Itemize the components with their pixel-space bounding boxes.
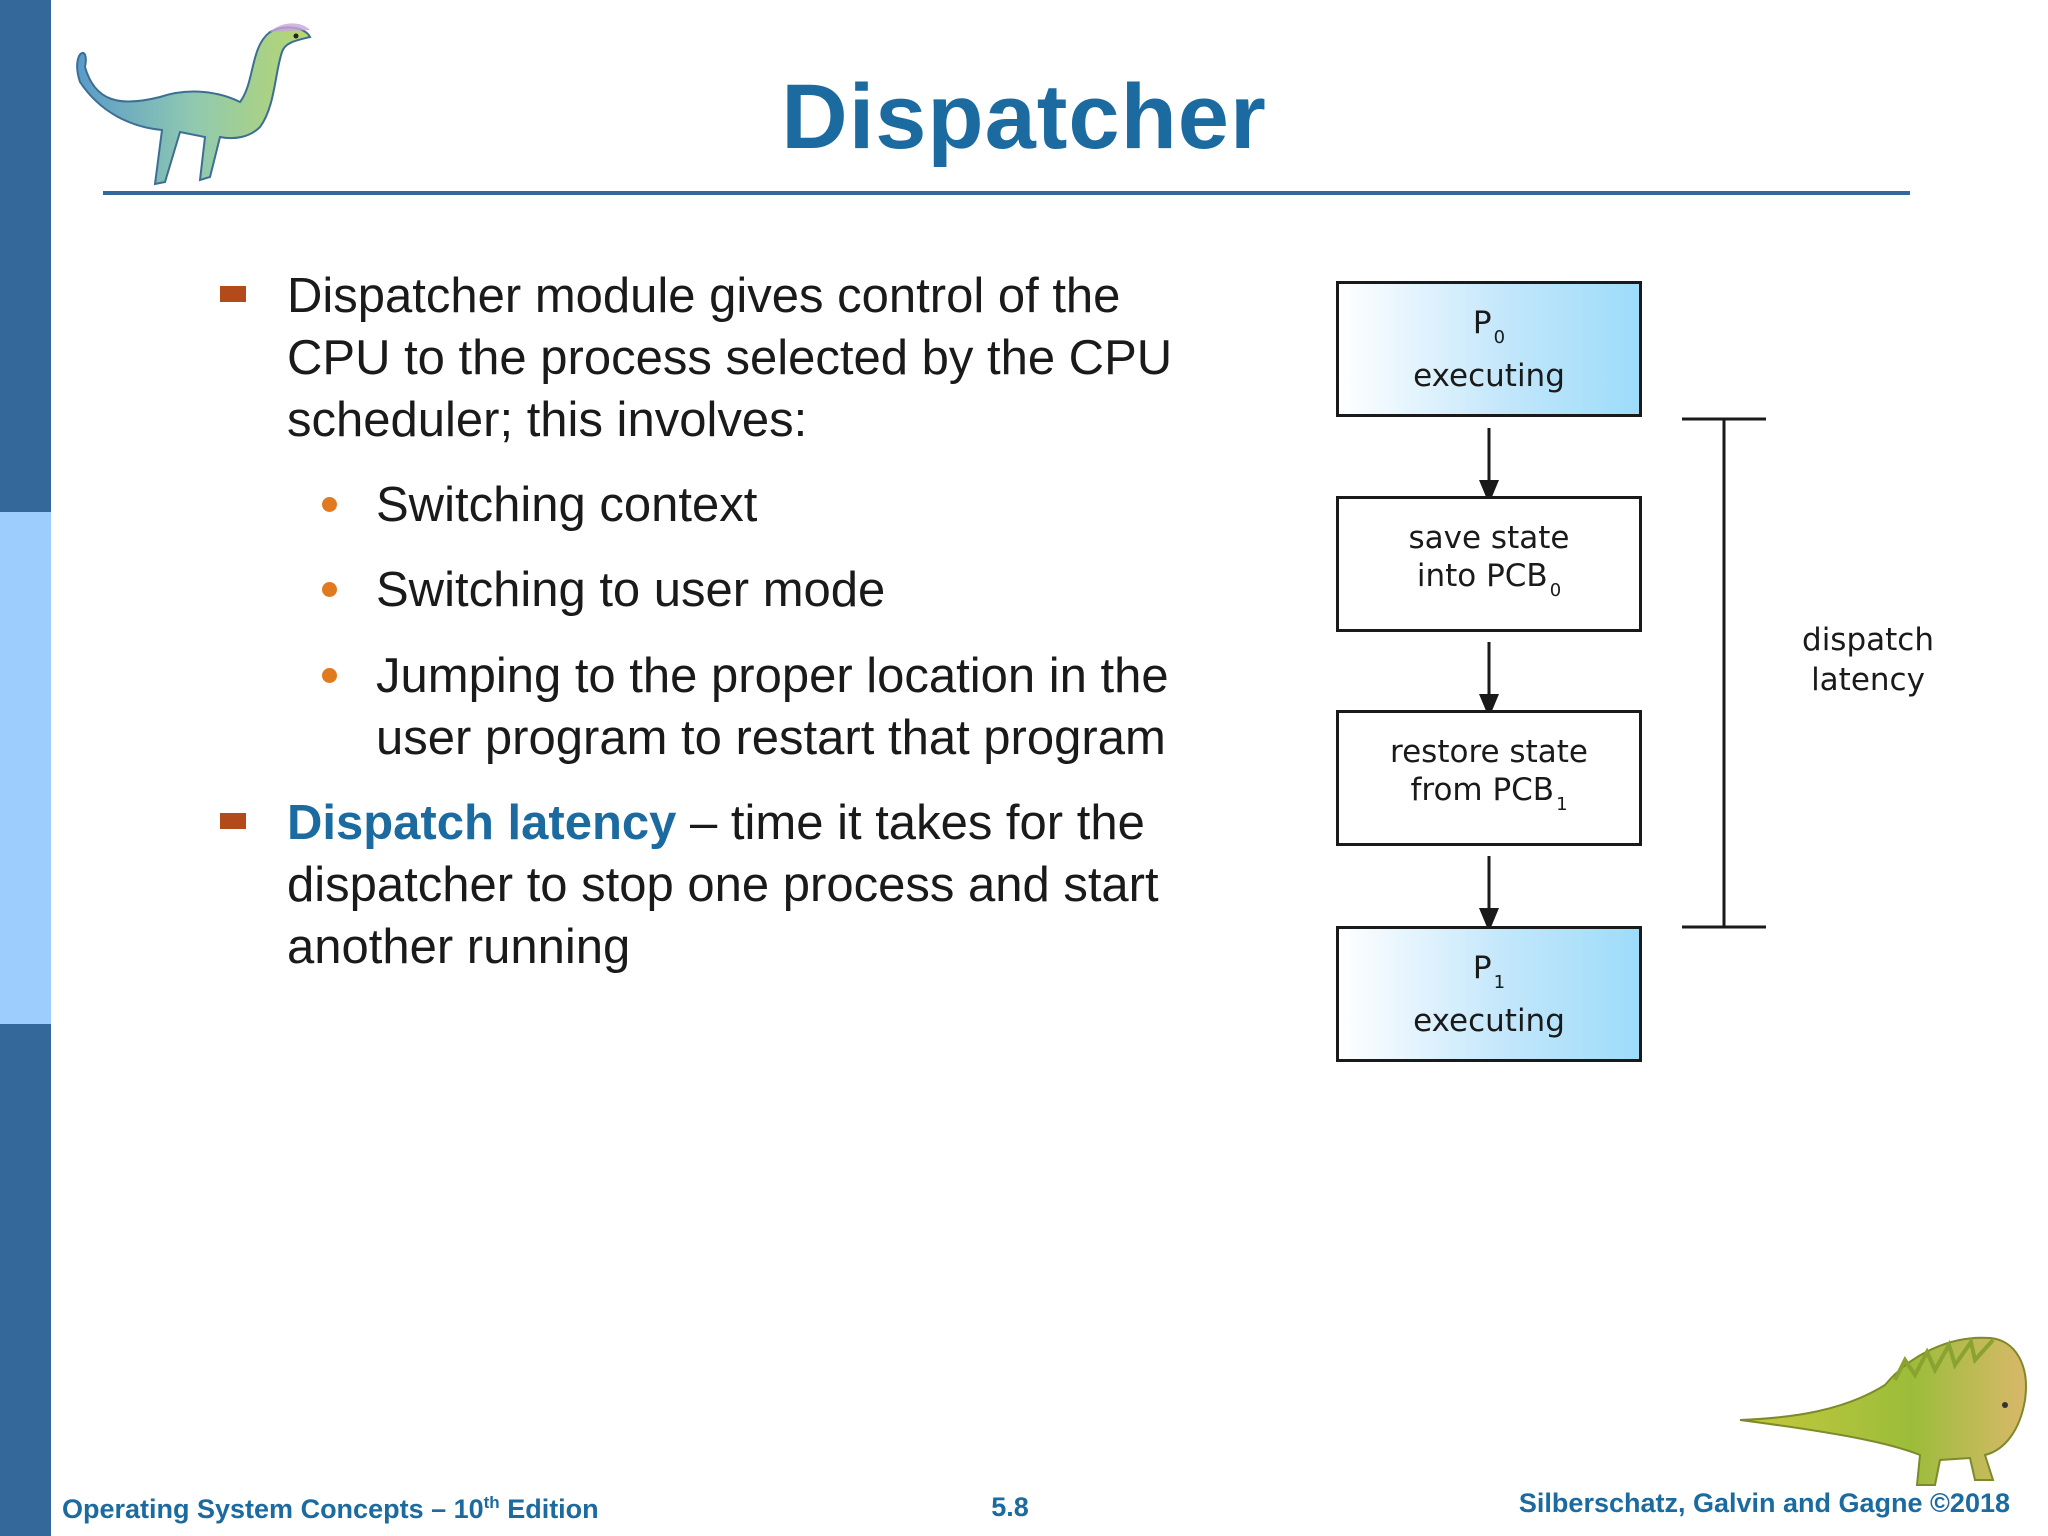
box-p1-subscript: 1 xyxy=(1493,971,1506,993)
sub-bullet-1: Switching context xyxy=(376,478,758,532)
footer-title-prefix: Operating System Concepts – 10 xyxy=(62,1494,484,1524)
box-save-line-1: save state xyxy=(1408,519,1570,556)
box-restore-line-1: restore state xyxy=(1390,733,1588,770)
footer-title-suffix: Edition xyxy=(499,1494,599,1524)
bullet-1-line-3: scheduler; this involves: xyxy=(287,393,808,447)
bullet-2-line-1-rest: – time it takes for the xyxy=(676,796,1145,850)
sub-bullet-3-line-2: user program to restart that program xyxy=(376,711,1166,765)
box-restore-subscript: 1 xyxy=(1556,793,1568,815)
bullet-square-icon xyxy=(220,286,246,302)
box-p0-label: P xyxy=(1472,304,1492,341)
slide-title: Dispatcher xyxy=(781,66,1267,168)
footer-title-sup: th xyxy=(483,1493,500,1512)
bullet-2-line-1: Dispatch latency – time it takes for the xyxy=(287,792,1145,854)
sub-bullet-dot-icon xyxy=(322,497,337,512)
arrow-head-icon xyxy=(1479,480,1499,504)
dinosaur-logo-top xyxy=(76,23,312,186)
box-p1-line-2: executing xyxy=(1413,1002,1565,1039)
bullet-1-line-1: Dispatcher module gives control of the xyxy=(287,269,1121,323)
bullet-2-line-3: another running xyxy=(287,920,631,974)
latency-label-line-2: latency xyxy=(1811,662,1925,698)
sub-bullet-dot-icon xyxy=(322,668,337,683)
title-divider xyxy=(103,191,1910,195)
dispatch-latency-label: dispatch latency xyxy=(1768,620,1968,700)
dinosaur-logo-bottom xyxy=(1739,1336,2027,1486)
arrow-head-icon xyxy=(1479,694,1499,718)
footer-book-title: Operating System Concepts – 10th Edition xyxy=(62,1486,599,1526)
box-save-label: into PCB xyxy=(1416,557,1548,594)
sidebar-band-middle xyxy=(0,512,51,1024)
sub-bullet-2: Switching to user mode xyxy=(376,563,886,617)
page-number: 5.8 xyxy=(991,1492,1029,1522)
slide-sidebar xyxy=(0,0,51,1536)
arrow-head-icon xyxy=(1479,908,1499,932)
diagram-connectors xyxy=(1479,417,1766,932)
bullet-square-icon xyxy=(220,813,246,829)
sub-bullet-3-line-1: Jumping to the proper location in the xyxy=(376,649,1169,703)
box-p1-label: P xyxy=(1472,949,1492,986)
sidebar-band-bottom xyxy=(0,1024,51,1536)
bullet-2-line-2: dispatcher to stop one process and start xyxy=(287,858,1159,912)
latency-label-line-1: dispatch xyxy=(1802,622,1934,658)
box-save-subscript: 0 xyxy=(1549,579,1562,601)
dispatch-latency-term: Dispatch latency xyxy=(287,796,677,850)
footer-authors: Silberschatz, Galvin and Gagne ©2018 xyxy=(1518,1488,2010,1518)
box-p0-subscript: 0 xyxy=(1493,326,1506,348)
box-restore-label: from PCB xyxy=(1410,771,1555,808)
box-p0-line-2: executing xyxy=(1413,357,1565,394)
sidebar-band-top xyxy=(0,0,51,512)
sub-bullet-dot-icon xyxy=(322,582,337,597)
bullet-1-line-2: CPU to the process selected by the CPU xyxy=(287,331,1173,385)
